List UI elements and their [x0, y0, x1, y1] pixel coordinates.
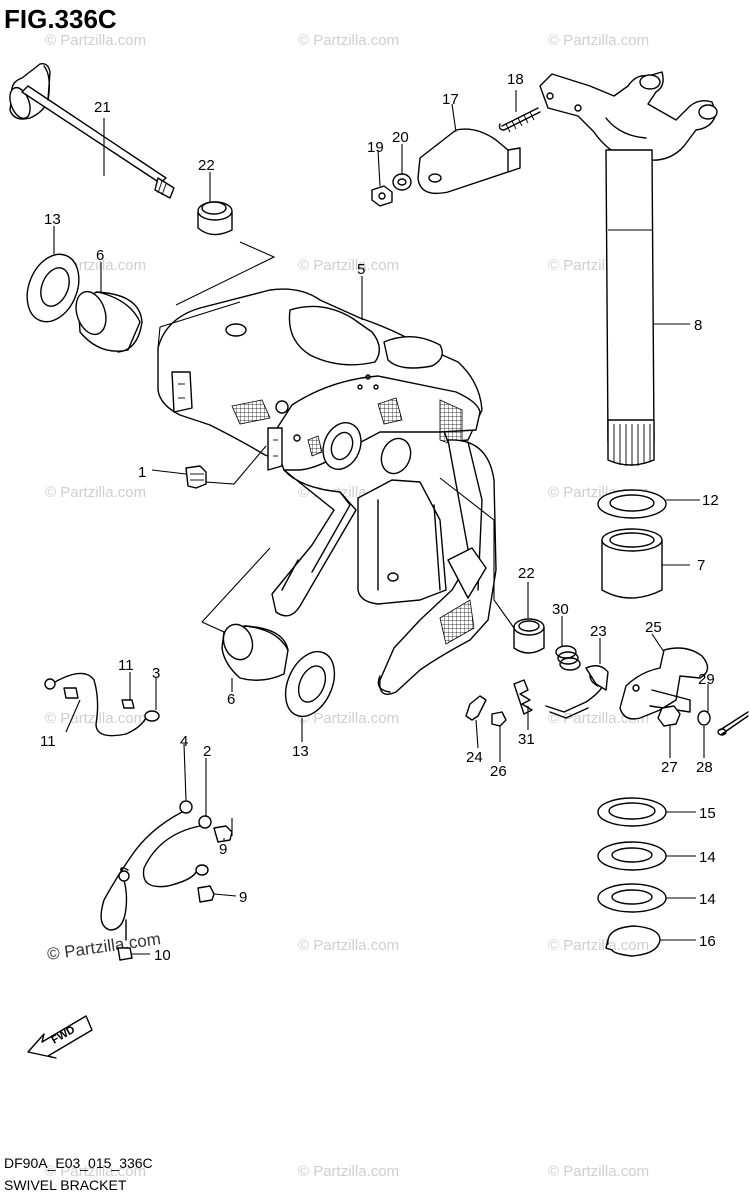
part-5-swivel-bracket	[157, 241, 497, 695]
callout: 21	[94, 99, 111, 116]
part-4-ground-wire	[100, 800, 193, 941]
watermark: © Partzilla.com	[298, 1163, 399, 1180]
part-20-washer	[392, 173, 412, 191]
callout: 3	[152, 665, 160, 682]
callout: 20	[392, 129, 409, 146]
part-13-washer-lower	[284, 650, 336, 718]
callout: 14	[699, 849, 716, 866]
callout: 14	[699, 891, 716, 908]
callout: 10	[154, 947, 171, 964]
watermark: © Partzilla.com	[298, 257, 399, 274]
callout: 6	[227, 691, 235, 708]
part-30-spring	[555, 645, 581, 671]
callout: 28	[696, 759, 713, 776]
leader-lines	[53, 90, 709, 955]
watermark: © Partzilla.com	[298, 32, 399, 49]
callout: 13	[44, 211, 61, 228]
watermark: © Partzilla.com	[298, 937, 399, 954]
part-13-washer-upper	[26, 253, 80, 323]
callout: 26	[490, 763, 507, 780]
callout: 17	[442, 91, 459, 108]
callout: 22	[518, 565, 535, 582]
callout: 29	[698, 671, 715, 688]
callout: 18	[507, 71, 524, 88]
part-29-cotter-pin	[717, 711, 749, 736]
callout: 11	[118, 657, 134, 674]
part-31-spring	[513, 679, 533, 715]
callout: 4	[180, 733, 188, 750]
part-6-bush-upper	[75, 290, 143, 353]
part-9-bolts	[197, 825, 233, 903]
part-18-spring	[498, 107, 541, 133]
part-14-washer	[597, 841, 667, 871]
part-17-plate	[417, 128, 521, 195]
watermark: © Partzilla.com	[548, 1163, 649, 1180]
callout: 5	[357, 261, 365, 278]
callout: 7	[697, 557, 705, 574]
part-6-bush-lower	[201, 547, 289, 681]
callout: 9	[239, 889, 247, 906]
watermark: © Partzilla.com	[45, 484, 146, 501]
fwd-arrow-icon: FWD	[27, 1015, 93, 1059]
part-28-washer	[697, 710, 711, 726]
callout: 19	[367, 139, 384, 156]
callout: 15	[699, 805, 716, 822]
callouts: 1 2 3 4 5 6 6 7 8 9 9 10 11 11 12 13 13 …	[40, 71, 719, 964]
part-26-bolt	[491, 711, 507, 727]
callout: 11	[40, 733, 56, 750]
watermark: © Partzilla.com	[45, 32, 146, 49]
watermark-dark: © Partzilla.com	[46, 929, 162, 964]
figure-caption: SWIVEL BRACKET	[4, 1177, 127, 1193]
part-22-bush-lower	[439, 477, 545, 654]
callout: 23	[590, 623, 607, 640]
figure-title: FIG.336C	[4, 4, 117, 34]
part-14-washer	[597, 883, 667, 913]
part-21-tilt-pin	[9, 62, 175, 199]
part-15-washer	[597, 797, 667, 827]
callout: 1	[138, 464, 146, 481]
part-27-nut	[657, 705, 681, 727]
callout: 12	[702, 492, 719, 509]
callout: 24	[466, 749, 483, 766]
callout: 31	[518, 731, 535, 748]
part-7-bush	[601, 528, 663, 599]
part-8-steering-shaft	[539, 71, 718, 466]
watermarks: © Partzilla.com © Partzilla.com © Partzi…	[45, 32, 649, 1180]
callout: 13	[292, 743, 309, 760]
part-23-lever	[545, 665, 609, 719]
callout: 6	[96, 247, 104, 264]
part-10-bolt	[117, 947, 133, 961]
callout: 30	[552, 601, 569, 618]
part-2-ground-wire	[142, 815, 212, 888]
part-22-bush-top	[197, 201, 233, 236]
part-12-washer	[597, 489, 667, 519]
callout: 8	[694, 317, 702, 334]
watermark: © Partzilla.com	[548, 32, 649, 49]
part-1-grease-nipple	[185, 445, 267, 489]
part-3-ground-wire	[44, 672, 160, 737]
part-19-nut	[371, 185, 393, 207]
callout: 27	[661, 759, 678, 776]
figure-code: DF90A_E03_015_336C	[4, 1155, 153, 1171]
callout: 2	[203, 743, 211, 760]
watermark: © Partzilla.com	[298, 710, 399, 727]
callout: 16	[699, 933, 716, 950]
watermark: © Partzilla.com	[45, 1163, 146, 1180]
part-24-plate	[465, 695, 487, 721]
watermark: © Partzilla.com	[548, 937, 649, 954]
callout: 25	[645, 619, 662, 636]
callout: 9	[219, 841, 227, 858]
callout: 22	[198, 157, 215, 174]
